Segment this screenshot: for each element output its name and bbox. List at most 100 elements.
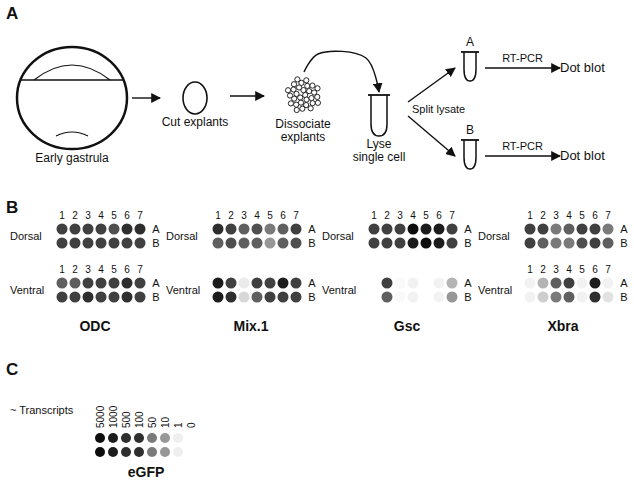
- blot-spot: [395, 278, 406, 289]
- blot-spot: [382, 224, 393, 235]
- blot-spot: [252, 292, 263, 303]
- blot-spot: [252, 224, 263, 235]
- blot-spot: [538, 238, 549, 249]
- flow-arrow: [132, 97, 160, 98]
- flow-arrow: [230, 95, 264, 96]
- lane-number: 7: [449, 210, 455, 221]
- row-label: A: [464, 277, 471, 290]
- blot-spot: [603, 238, 614, 249]
- blot-spot: [447, 278, 458, 289]
- blot-spot: [252, 278, 263, 289]
- blot-spot: [121, 447, 131, 457]
- lane-number: 3: [85, 210, 91, 221]
- blot-spot: [121, 433, 131, 443]
- blot-spot: [421, 224, 432, 235]
- blot-spot: [70, 292, 81, 303]
- panel-letter: C: [6, 360, 18, 379]
- blot-spot: [603, 224, 614, 235]
- dissociated-cell: [310, 101, 315, 106]
- blot-spot: [278, 292, 289, 303]
- blot-spot: [83, 224, 94, 235]
- blot-spot: [265, 278, 276, 289]
- blot-spot: [95, 447, 105, 457]
- blot-spot: [239, 278, 250, 289]
- blot-spot: [291, 238, 302, 249]
- blot-spot: [590, 238, 601, 249]
- row-label: B: [308, 291, 315, 304]
- blot-spot: [70, 238, 81, 249]
- panel-letter: A: [6, 4, 18, 23]
- lane-number: 6: [436, 210, 442, 221]
- blot-spot: [96, 292, 107, 303]
- node-text: Dot blot: [560, 149, 630, 162]
- blot-spot: [421, 292, 432, 303]
- node-shape: [455, 137, 485, 171]
- blot-spot: [525, 278, 536, 289]
- step-node: A: [455, 36, 485, 83]
- lane-number: 5: [111, 210, 117, 221]
- row-label: A: [152, 223, 159, 236]
- blot-spot: [122, 238, 133, 249]
- transcript-count: 100: [134, 411, 145, 428]
- blot-spot: [239, 224, 250, 235]
- gene-name: ODC: [79, 318, 110, 334]
- blot-spot: [525, 292, 536, 303]
- step-node: Dot blot: [560, 61, 630, 74]
- blot-spot: [252, 238, 263, 249]
- blot-spot: [135, 292, 146, 303]
- blot-spot: [83, 278, 94, 289]
- blot-spot: [382, 292, 393, 303]
- row-group-label: Dorsal: [166, 230, 198, 243]
- lane-number: 3: [397, 210, 403, 221]
- node-text: Dot blot: [560, 61, 630, 74]
- blot-spot: [382, 238, 393, 249]
- row-label: B: [308, 237, 315, 250]
- lane-number: 6: [592, 210, 598, 221]
- blot-spot: [226, 292, 237, 303]
- lane-number: 2: [228, 210, 234, 221]
- dissociated-cell: [310, 83, 315, 88]
- blot-spot: [538, 278, 549, 289]
- node-shape: [264, 72, 342, 118]
- blot-spot: [109, 224, 120, 235]
- blot-spot: [291, 292, 302, 303]
- blot-spot: [70, 278, 81, 289]
- node-shape: [350, 92, 408, 138]
- blot-spot: [564, 238, 575, 249]
- step-node: Lyse single cell: [350, 92, 408, 164]
- lane-number: 7: [137, 210, 143, 221]
- dissociated-cell: [287, 93, 292, 98]
- blot-spot: [95, 433, 105, 443]
- blot-spot: [83, 238, 94, 249]
- blot-spot: [134, 433, 144, 443]
- blot-spot: [603, 278, 614, 289]
- row-group-label: Ventral: [10, 284, 44, 297]
- lane-number: 7: [137, 264, 143, 275]
- blot-spot: [109, 278, 120, 289]
- blot-spot: [577, 238, 588, 249]
- lane-number: 6: [592, 264, 598, 275]
- blot-spot: [57, 292, 68, 303]
- blot-spot: [551, 224, 562, 235]
- blot-spot: [434, 278, 445, 289]
- embryo-outline: [17, 47, 127, 149]
- node-text: Cut explants: [160, 116, 230, 129]
- blot-spot: [395, 224, 406, 235]
- flow-arrow: [408, 116, 455, 156]
- lane-number: 3: [553, 210, 559, 221]
- dissociated-cell: [294, 102, 299, 107]
- blot-spot: [134, 447, 144, 457]
- blot-spot: [408, 224, 419, 235]
- blot-spot: [239, 238, 250, 249]
- row-label: B: [152, 291, 159, 304]
- dissociated-cell: [309, 96, 314, 101]
- blot-spot: [603, 292, 614, 303]
- transcript-count: 0: [186, 422, 197, 428]
- lane-number: 4: [566, 210, 572, 221]
- row-label: A: [152, 277, 159, 290]
- blot-spot: [590, 224, 601, 235]
- dissociated-cell: [304, 78, 309, 83]
- lane-number: 3: [241, 210, 247, 221]
- dissociated-cell: [305, 83, 310, 88]
- row-label: A: [308, 223, 315, 236]
